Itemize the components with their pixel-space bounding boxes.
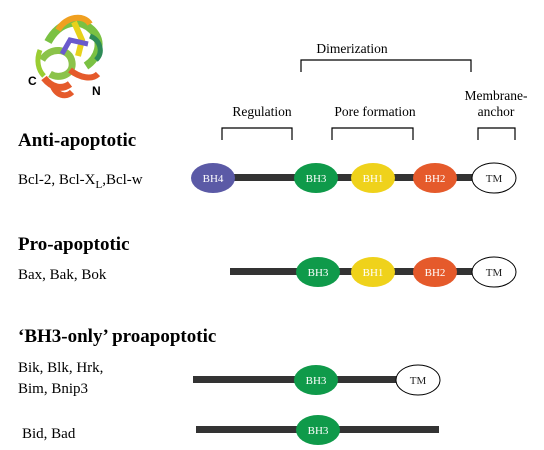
bh3-only-heading: ‘BH3-only’ proapoptotic	[18, 326, 216, 347]
pore-formation-bracket	[331, 127, 414, 140]
bh3-only-members-line2: Bim, Bnip3	[18, 381, 88, 397]
svg-text:TM: TM	[486, 267, 503, 279]
membrane-anchor-bracket	[477, 127, 516, 140]
bh3-only-protein-with-tm: BH3 TM	[193, 364, 441, 396]
membrane-anchor-label-2: anchor	[478, 104, 515, 119]
bh3-domain: BH3	[296, 257, 340, 287]
tm-domain: TM	[471, 256, 517, 288]
svg-text:BH3: BH3	[306, 173, 327, 185]
bh1-domain: BH1	[351, 163, 395, 193]
anti-apoptotic-protein: BH4 BH3 BH1 BH2 TM	[191, 162, 517, 194]
bh3-only-members-row2: Bid, Bad	[22, 426, 76, 442]
svg-text:BH1: BH1	[363, 267, 384, 279]
anti-apoptotic-members: Bcl-2, Bcl-XL,Bcl-w	[18, 172, 143, 191]
svg-text:BH3: BH3	[308, 425, 329, 437]
function-brackets: Dimerization Regulation Pore formation M…	[221, 41, 528, 140]
tm-domain: TM	[395, 364, 441, 396]
bh3-domain: BH3	[294, 365, 338, 395]
bh1-domain: BH1	[351, 257, 395, 287]
dimerization-bracket	[300, 59, 472, 72]
dimerization-label: Dimerization	[316, 41, 387, 56]
structure-n-label: N	[92, 84, 101, 98]
pro-apoptotic-members: Bax, Bak, Bok	[18, 267, 107, 283]
bh3-domain: BH3	[294, 163, 338, 193]
svg-text:BH2: BH2	[425, 173, 446, 185]
svg-text:BH4: BH4	[203, 173, 224, 185]
svg-text:BH3: BH3	[306, 375, 327, 387]
bh3-domain: BH3	[296, 415, 340, 445]
pro-apoptotic-heading: Pro-apoptotic	[18, 234, 130, 255]
pro-apoptotic-protein: BH3 BH1 BH2 TM	[230, 256, 517, 288]
bh3-only-members-line1: Bik, Blk, Hrk,	[18, 360, 103, 376]
regulation-label: Regulation	[232, 104, 291, 119]
bh4-domain: BH4	[191, 163, 235, 193]
svg-text:TM: TM	[410, 375, 427, 387]
regulation-bracket	[221, 127, 293, 140]
anti-apoptotic-backbone	[200, 174, 500, 181]
structure-c-label: C	[28, 74, 37, 88]
bh2-domain: BH2	[413, 163, 457, 193]
svg-text:BH3: BH3	[308, 267, 329, 279]
anti-apoptotic-heading: Anti-apoptotic	[18, 130, 136, 151]
bh3-only-protein-no-tm: BH3	[196, 415, 439, 445]
protein-structure-illustration: C N	[28, 14, 103, 99]
pore-formation-label: Pore formation	[334, 104, 416, 119]
svg-text:TM: TM	[486, 173, 503, 185]
tm-domain: TM	[471, 162, 517, 194]
membrane-anchor-label-1: Membrane-	[465, 88, 528, 103]
svg-text:BH1: BH1	[363, 173, 384, 185]
svg-text:BH2: BH2	[425, 267, 446, 279]
bh2-domain: BH2	[413, 257, 457, 287]
